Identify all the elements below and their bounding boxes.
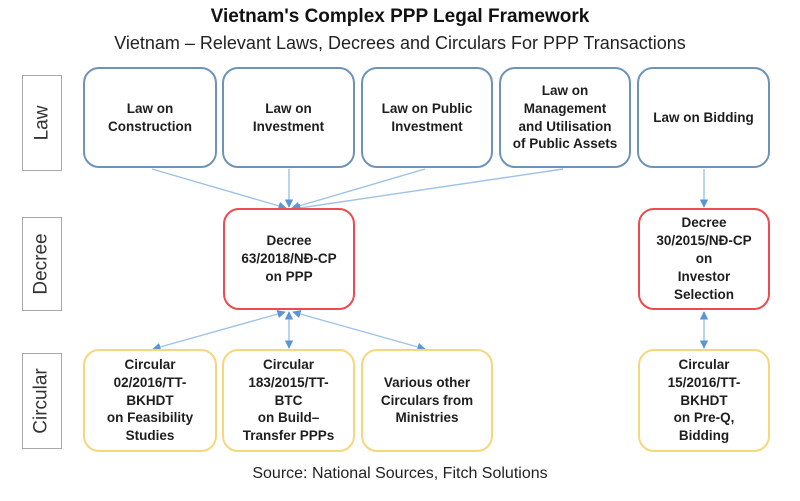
decree-30-box: Decree 30/2015/NĐ-CP on Investor Selecti… — [638, 208, 770, 310]
law-bidding-box: Law on Bidding — [637, 67, 770, 168]
circular-02-box: Circular 02/2016/TT- BKHDT on Feasibilit… — [83, 349, 217, 452]
row-label-decree: Decree — [22, 217, 62, 311]
law-construction-box: Law on Construction — [83, 67, 217, 168]
row-label-law: Law — [22, 75, 62, 171]
diagram-subtitle: Vietnam – Relevant Laws, Decrees and Cir… — [114, 33, 686, 53]
decree-63-box: Decree 63/2018/NĐ-CP on PPP — [223, 208, 355, 310]
circular-various-box: Various other Circulars from Ministries — [361, 349, 493, 452]
diagram-title: Vietnam's Complex PPP Legal Framework — [210, 6, 590, 27]
law-investment-box: Law on Investment — [222, 67, 355, 168]
circular-183-box: Circular 183/2015/TT- BTC on Build– Tran… — [222, 349, 355, 452]
connector-decree-63-to-circular-02 — [152, 309, 286, 352]
law-public-investment-box: Law on Public Investment — [361, 67, 493, 168]
law-public-assets-box: Law on Management and Utilisation of Pub… — [499, 67, 631, 168]
source-note: Source: National Sources, Fitch Solution… — [252, 465, 548, 482]
connector-law-public-assets-to-decree-63 — [292, 168, 564, 213]
connector-decree-63-to-circular-various — [292, 309, 426, 352]
connector-law-construction-to-decree-63 — [151, 168, 287, 210]
row-label-circular: Circular — [22, 353, 62, 449]
connector-law-public-investment-to-decree-63 — [291, 168, 426, 210]
circular-15-box: Circular 15/2016/TT- BKHDT on Pre-Q, Bid… — [638, 349, 770, 452]
